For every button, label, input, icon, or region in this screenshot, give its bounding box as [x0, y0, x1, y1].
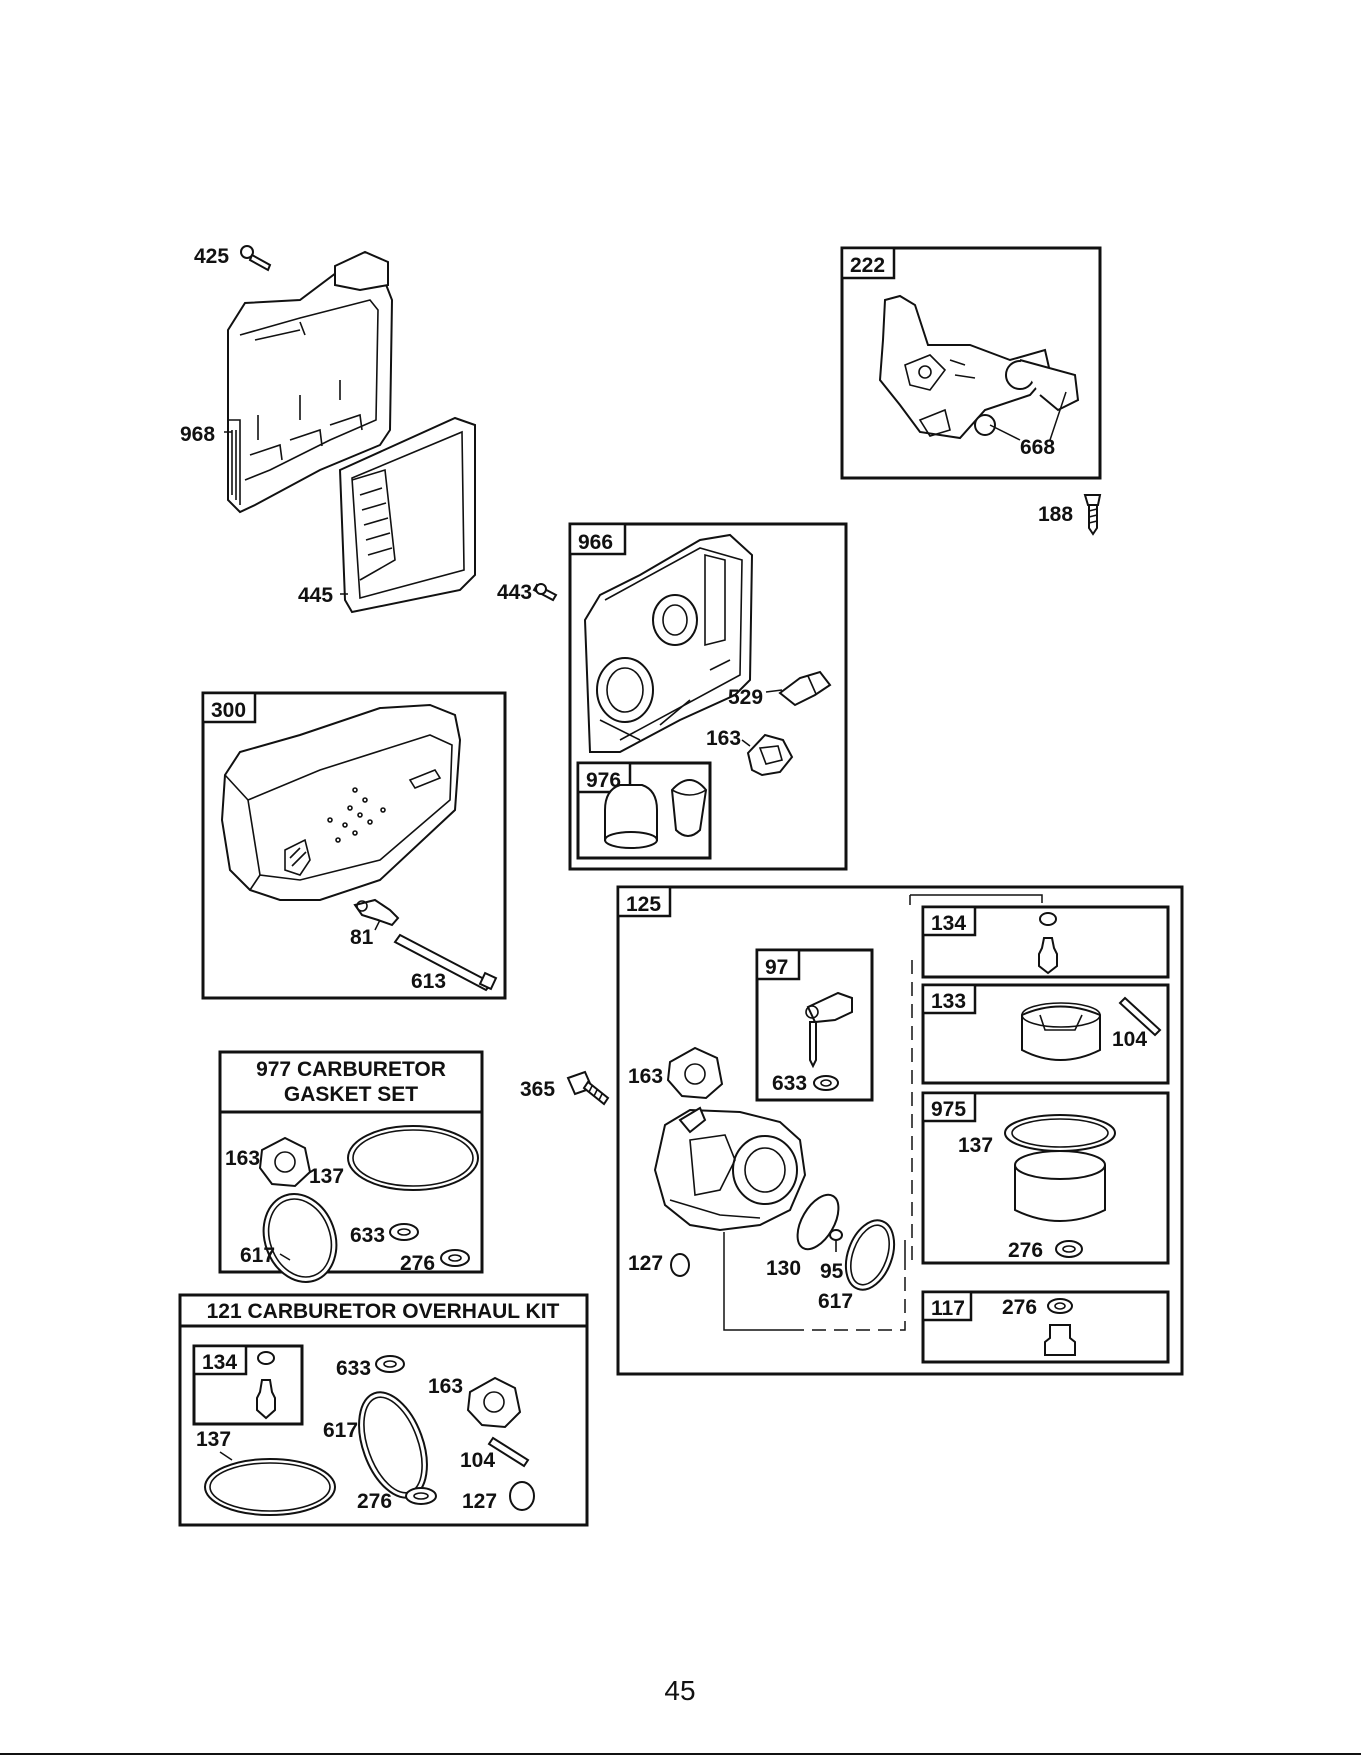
page-number: 45 [664, 1675, 695, 1706]
callout-127-kit: 127 [462, 1490, 497, 1513]
gasket-set-title-line1: 977 CARBURETOR [256, 1058, 446, 1081]
screw-443 [534, 584, 556, 600]
box-label-300: 300 [211, 699, 246, 722]
box-label-134: 134 [931, 912, 966, 935]
callout-127-carb: 127 [628, 1252, 663, 1275]
callout-163-gasket-set: 163 [225, 1147, 260, 1170]
callout-276-117: 276 [1002, 1296, 1037, 1319]
callout-613: 613 [411, 970, 446, 993]
overhaul-kit-title: 121 CARBURETOR OVERHAUL KIT [207, 1300, 560, 1323]
callout-529: 529 [728, 686, 763, 709]
callout-137-kit: 137 [196, 1428, 231, 1451]
callout-633-kit: 633 [336, 1357, 371, 1380]
box-label-966: 966 [578, 531, 613, 554]
box-label-222: 222 [850, 254, 885, 277]
bolt-425 [241, 246, 270, 270]
callout-104-kit: 104 [460, 1449, 495, 1472]
callout-81: 81 [350, 926, 374, 949]
callout-633-gasket-set: 633 [350, 1224, 385, 1247]
callout-276-gasket-set: 276 [400, 1252, 435, 1275]
group-300-air-cleaner-cover: 300 [203, 693, 505, 998]
bolt-365 [568, 1072, 608, 1104]
callout-633-carb: 633 [772, 1072, 807, 1095]
callout-163-carb: 163 [628, 1065, 663, 1088]
callout-163-kit: 163 [428, 1375, 463, 1398]
box-label-133: 133 [931, 990, 966, 1013]
gasket-set-title-line2: GASKET SET [284, 1083, 418, 1106]
callout-188: 188 [1038, 503, 1073, 526]
callout-617-kit: 617 [323, 1419, 358, 1442]
callout-276-kit: 276 [357, 1490, 392, 1513]
screw-188 [1085, 495, 1100, 534]
box-label-975: 975 [931, 1098, 966, 1121]
callout-137-bowl: 137 [958, 1134, 993, 1157]
callout-425: 425 [194, 245, 229, 268]
box-label-117: 117 [931, 1297, 965, 1320]
group-222-bracket: 222 [842, 248, 1100, 478]
callout-617-carb: 617 [818, 1290, 853, 1313]
box-label-134-kit: 134 [202, 1351, 237, 1374]
callout-104-float: 104 [1112, 1028, 1147, 1051]
callout-968: 968 [180, 423, 215, 446]
callout-130: 130 [766, 1257, 801, 1280]
callout-443: 443 [497, 581, 532, 604]
callout-163-intake: 163 [706, 727, 741, 750]
group-966-intake-base: 966 976 [570, 524, 846, 869]
callout-276-bowl: 276 [1008, 1239, 1043, 1262]
callout-617-gasket-set: 617 [240, 1244, 275, 1267]
callout-365: 365 [520, 1078, 555, 1101]
callout-95: 95 [820, 1260, 844, 1283]
group-125-carburetor: 125 97 134 [618, 887, 1182, 1374]
callout-137-gasket-set: 137 [309, 1165, 344, 1188]
box-label-97: 97 [765, 956, 788, 979]
box-label-125: 125 [626, 893, 661, 916]
callout-445: 445 [298, 584, 333, 607]
